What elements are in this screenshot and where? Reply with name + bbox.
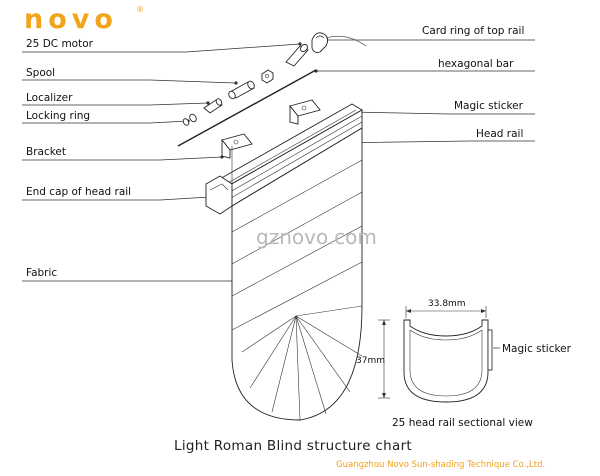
label-localizer: Localizer xyxy=(26,92,73,104)
locking-ring-part xyxy=(182,113,197,126)
section-caption: 25 head rail sectional view xyxy=(392,417,533,429)
spool-part xyxy=(228,80,255,100)
label-motor: 25 DC motor xyxy=(26,38,94,50)
section-sticker-label: Magic sticker xyxy=(502,343,572,355)
logo-text: novo xyxy=(24,4,118,35)
label-fabric: Fabric xyxy=(26,267,57,279)
hexagonal-bar-part xyxy=(177,69,317,147)
label-card-ring: Card ring of top rail xyxy=(422,25,524,37)
footer-company: Guangzhou Novo Sun-shading Technique Co.… xyxy=(336,460,545,470)
head-rail-part xyxy=(205,103,363,215)
width-dimension: 33.8mm xyxy=(428,299,466,309)
label-locking-ring: Locking ring xyxy=(26,110,90,122)
label-hex-bar: hexagonal bar xyxy=(438,58,514,70)
fabric-part xyxy=(231,127,363,421)
localizer-part xyxy=(203,98,223,114)
height-dimension: 37mm xyxy=(356,356,385,366)
novo-logo: novo ® xyxy=(24,4,144,35)
label-bracket: Bracket xyxy=(26,146,66,158)
bracket-part-left xyxy=(221,133,253,159)
label-end-cap: End cap of head rail xyxy=(26,186,131,198)
registered-mark: ® xyxy=(136,5,144,14)
motor-part xyxy=(285,43,309,67)
label-spool: Spool xyxy=(26,67,55,79)
watermark: gznovo.com xyxy=(256,225,377,249)
label-magic-sticker: Magic sticker xyxy=(454,100,524,112)
sectional-view: 33.8mm 37mm Magic sticker 25 head rail s… xyxy=(356,299,572,429)
exploded-parts xyxy=(177,32,367,159)
chart-title: Light Roman Blind structure chart xyxy=(174,438,412,454)
hex-nut-part xyxy=(261,69,274,84)
bracket-part-right xyxy=(289,99,321,125)
label-head-rail: Head rail xyxy=(476,128,523,140)
card-ring-part xyxy=(311,32,367,53)
